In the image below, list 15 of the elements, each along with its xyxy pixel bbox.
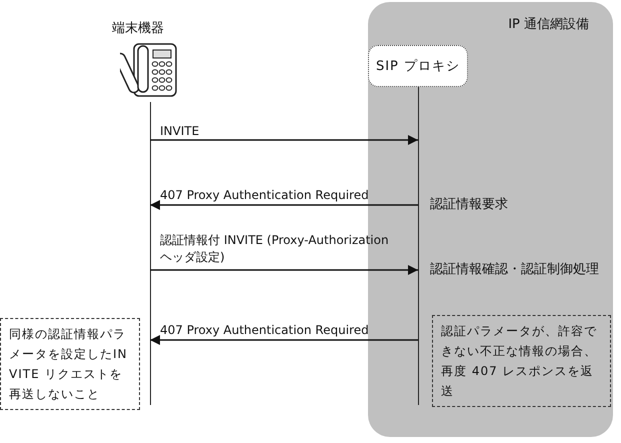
message-arrow bbox=[150, 335, 418, 345]
edge-label: 認証情報付 INVITE (Proxy-Authorization ヘッダ設定) bbox=[160, 232, 390, 266]
device-title: 端末機器 bbox=[112, 20, 164, 37]
proxy-box: SIP プロキシ bbox=[368, 45, 468, 87]
region-title: IP 通信網設備 bbox=[508, 16, 589, 33]
step-note: 認証情報確認・認証制御処理 bbox=[430, 261, 599, 278]
step-note: 認証情報要求 bbox=[430, 196, 508, 213]
note-box: 同様の認証情報パラメータを設定したINVITE リクエストを再送しないこと bbox=[0, 318, 140, 410]
message-arrow bbox=[150, 135, 418, 145]
note-box: 認証パラメータが、許容できない不正な情報の場合、再度 407 レスポンスを返送 bbox=[432, 315, 611, 407]
edge-label: 407 Proxy Authentication Required bbox=[160, 322, 369, 339]
edge-label: 407 Proxy Authentication Required bbox=[160, 187, 369, 204]
message-arrow bbox=[150, 200, 418, 210]
message-arrow bbox=[150, 265, 418, 275]
edge-label: INVITE bbox=[160, 123, 200, 140]
